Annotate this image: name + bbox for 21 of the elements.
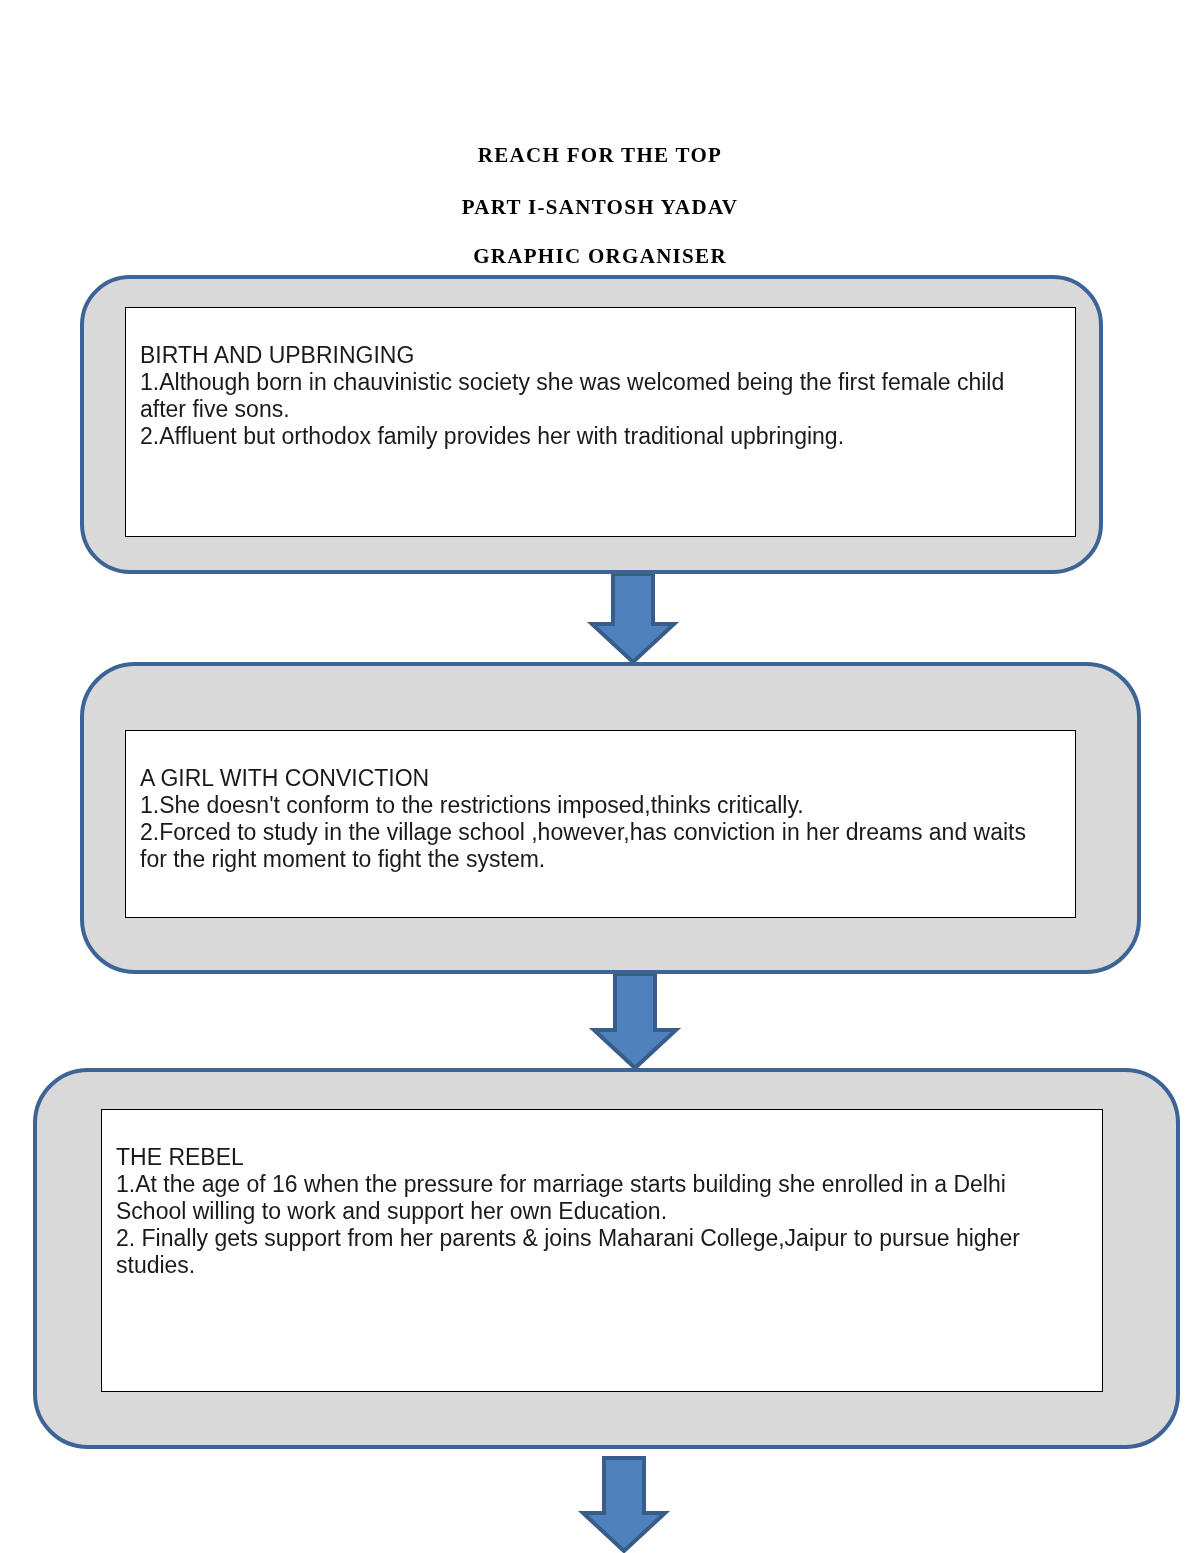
- rounded-panel: [80, 275, 1103, 574]
- list-item: 1.She doesn't conform to the restrictions imposed,thinks critically.: [140, 792, 805, 819]
- rounded-panel: [80, 662, 1141, 974]
- list-item: 2. Finally gets support from her parents & joins Maharani College,Jaipur to pursue higher studies.: [116, 1225, 1021, 1279]
- list-item: 2.Affluent but orthodox family provides her with traditional upbringing.: [140, 423, 846, 450]
- block-arrow: [586, 572, 680, 665]
- list-item: 1.At the age of 16 when the pressure for marriage starts building she enrolled in a Delhi School willing to work and support her own Education.: [116, 1171, 1007, 1225]
- text-box: [125, 307, 1076, 537]
- section-heading: THE REBEL: [116, 1144, 245, 1171]
- block-arrow: [577, 1456, 671, 1553]
- text-box: [125, 730, 1076, 918]
- title: REACH FOR THE TOP: [477, 143, 723, 167]
- rounded-panel: [33, 1068, 1180, 1449]
- block-arrow: [588, 972, 682, 1071]
- section-heading: BIRTH AND UPBRINGING: [140, 342, 416, 369]
- subtitle: PART I-SANTOSH YADAV: [461, 195, 739, 219]
- section-heading: A GIRL WITH CONVICTION: [140, 765, 431, 792]
- subtitle: GRAPHIC ORGANISER: [473, 244, 727, 268]
- list-item: 1.Although born in chauvinistic society she was welcomed being the first female child after five sons.: [140, 369, 1006, 423]
- list-item: 2.Forced to study in the village school ,however,has conviction in her dreams and waits for the right moment to fight the system.: [140, 819, 1027, 873]
- text-box: [101, 1109, 1103, 1392]
